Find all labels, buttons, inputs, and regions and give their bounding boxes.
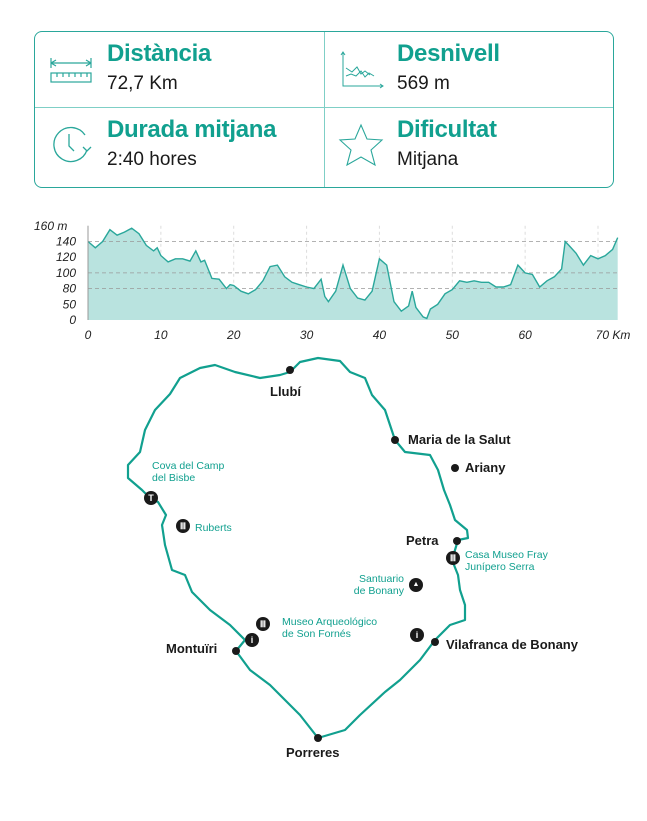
elevation-chart-icon (340, 51, 384, 89)
y-tick-label: 160 m (34, 219, 67, 233)
y-tick-label: 50 (63, 297, 77, 311)
stat-value: 569 m (397, 73, 450, 94)
sanctuary-icon: ▲ (409, 578, 423, 592)
town-ariany[interactable]: Ariany (465, 460, 506, 475)
town-montuiri[interactable]: Montuïri (166, 641, 218, 656)
x-tick-label: 20 (226, 328, 241, 342)
museum-icon: Ⅲ (176, 519, 190, 533)
divider (35, 107, 613, 108)
poi-casa-museo-fray-junipero-serra[interactable]: Casa Museo Fray Junípero Serra (465, 549, 548, 573)
stat-title: Desnivell (397, 40, 500, 67)
x-tick-label: 50 (446, 328, 460, 342)
town-petra[interactable]: Petra (406, 533, 439, 548)
museum-icon: Ⅲ (446, 551, 460, 565)
cave-icon: T (144, 491, 158, 505)
stat-title: Dificultat (397, 116, 497, 143)
x-tick-label: 10 (154, 328, 168, 342)
poi-santuario-de-bonany[interactable]: Santuario de Bonany (353, 573, 404, 597)
town-marker (391, 436, 399, 444)
y-tick-label: 0 (69, 313, 76, 327)
x-tick-label: 0 (85, 328, 92, 342)
star-icon (338, 123, 384, 167)
ruler-icon (50, 58, 92, 83)
y-tick-label: 80 (63, 282, 77, 296)
stat-title: Durada mitjana (107, 116, 277, 143)
town-marker (453, 537, 461, 545)
town-marker (232, 647, 240, 655)
town-maria-de-la-salut[interactable]: Maria de la Salut (408, 432, 511, 447)
stat-duration: Durada mitjana 2:40 hores (35, 108, 324, 183)
town-vilafranca-de-bonany[interactable]: Vilafranca de Bonany (446, 637, 578, 652)
clock-icon (53, 126, 92, 163)
town-llubi[interactable]: Llubí (270, 384, 302, 399)
y-tick-label: 100 (56, 266, 76, 280)
y-tick-label: 120 (56, 250, 76, 264)
town-marker (314, 734, 322, 742)
town-marker (451, 464, 459, 472)
x-tick-label: 40 (373, 328, 387, 342)
divider (324, 32, 325, 187)
route-line (126, 356, 470, 740)
x-tick-label: 60 (518, 328, 532, 342)
x-tick-label: 30 (300, 328, 314, 342)
stat-value: Mitjana (397, 149, 459, 170)
town-porreres[interactable]: Porreres (286, 745, 340, 760)
route-map: Llubí Maria de la Salut Ariany Petra Vil… (0, 340, 647, 821)
poi-museo-son-fornes[interactable]: Museo Arqueológico de Son Fornés (282, 616, 378, 640)
route-stats-card: Distància 72,7 Km Desnivell 569 m Durada… (34, 31, 614, 188)
info-icon: i (410, 628, 424, 642)
elevation-area (88, 228, 618, 320)
stat-title: Distància (107, 40, 212, 67)
stat-value: 72,7 Km (107, 73, 178, 94)
town-marker (286, 366, 294, 374)
elevation-line (87, 227, 619, 320)
poi-cova-del-camp-del-bisbe[interactable]: Cova del Camp del Bisbe (152, 460, 225, 484)
town-marker (431, 638, 439, 646)
stat-distance: Distància 72,7 Km (35, 32, 324, 107)
info-icon: i (245, 633, 259, 647)
stat-elevation: Desnivell 569 m (325, 32, 614, 107)
y-tick-label: 140 (56, 235, 76, 249)
x-tick-label: 70 Km (596, 328, 631, 342)
stat-difficulty: Dificultat Mitjana (325, 108, 614, 183)
stat-value: 2:40 hores (107, 149, 197, 170)
museum-icon: Ⅲ (256, 617, 270, 631)
poi-ruberts[interactable]: Ruberts (195, 522, 232, 534)
